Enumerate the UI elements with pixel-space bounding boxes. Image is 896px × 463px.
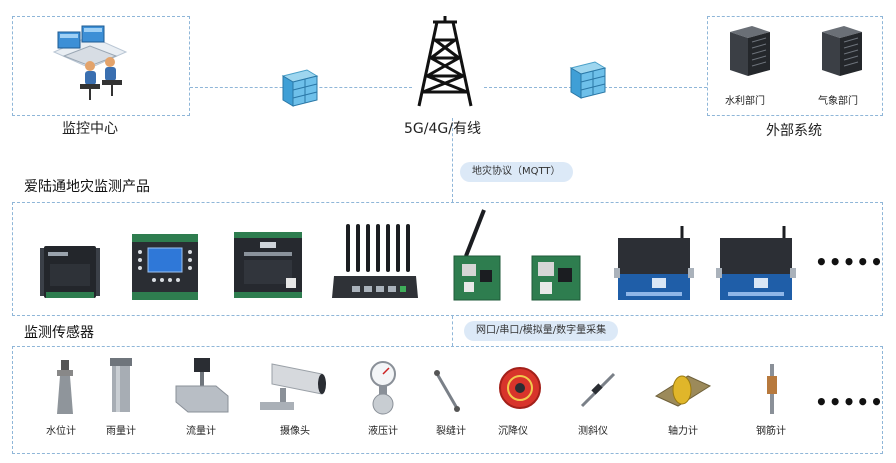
firewall-right-icon [569, 61, 607, 99]
sensor-label-camera: 摄像头 [280, 426, 310, 437]
axial-force-meter-icon [654, 375, 712, 407]
rtu-small-device [40, 246, 100, 298]
crack-meter-icon [434, 370, 460, 412]
rain-gauge-icon [110, 358, 132, 412]
rtu-screen-device [132, 234, 198, 300]
protocol-pill: 地灾协议（MQTT） [460, 162, 573, 182]
water-dept-server-icon [730, 26, 770, 76]
rtu-large-device [234, 232, 302, 298]
gateway-device-2 [716, 226, 796, 300]
inclinometer-icon [580, 372, 616, 408]
network-label: 5G/4G/有线 [404, 121, 481, 137]
sensor-label-rain: 雨量计 [106, 426, 136, 437]
monitoring-center-illustration [52, 25, 128, 100]
flow-meter-icon [175, 358, 229, 413]
network-tower-icon [417, 16, 473, 107]
gateway-device-1 [614, 226, 694, 300]
water-dept-label: 水利部门 [725, 96, 765, 107]
sensors-more-indicator: ••••• [815, 390, 884, 414]
settlement-gauge-icon [499, 367, 541, 409]
camera-icon [260, 363, 326, 410]
sensor-label-hydraulic: 液压计 [368, 426, 398, 437]
sensors-box [12, 346, 883, 454]
interface-pill: 网口/串口/模拟量/数字量采集 [464, 321, 619, 341]
external-system-box [707, 16, 883, 116]
sensor-label-rebar: 钢筋计 [756, 426, 786, 437]
sensor-label-water-level: 水位计 [46, 426, 76, 437]
pcb-module-antenna-device [453, 209, 501, 301]
products-more-indicator: ••••• [815, 250, 884, 274]
monitor-center-box [12, 16, 190, 116]
sensor-label-axial: 轴力计 [668, 426, 698, 437]
hydraulic-gauge-icon [370, 361, 396, 415]
monitor-center-label: 监控中心 [62, 121, 118, 137]
firewall-left-icon [281, 69, 319, 107]
rebar-meter-icon [767, 364, 777, 414]
external-system-label: 外部系统 [766, 123, 822, 139]
weather-dept-label: 气象部门 [818, 96, 858, 107]
link-down-2 [452, 316, 453, 346]
sensors-heading: 监测传感器 [24, 325, 94, 341]
products-heading: 爱陆通地灾监测产品 [24, 179, 150, 195]
sensor-label-flow: 流量计 [186, 426, 216, 437]
sensor-label-settlement: 沉降仪 [498, 426, 528, 437]
router-device [332, 224, 418, 298]
pcb-module-device [531, 255, 581, 301]
weather-dept-server-icon [822, 26, 862, 76]
link-down [452, 118, 453, 202]
sensor-label-inclinometer: 测斜仪 [578, 426, 608, 437]
products-box [12, 202, 883, 316]
sensor-label-crack: 裂缝计 [436, 426, 466, 437]
water-level-gauge-icon [57, 360, 73, 414]
